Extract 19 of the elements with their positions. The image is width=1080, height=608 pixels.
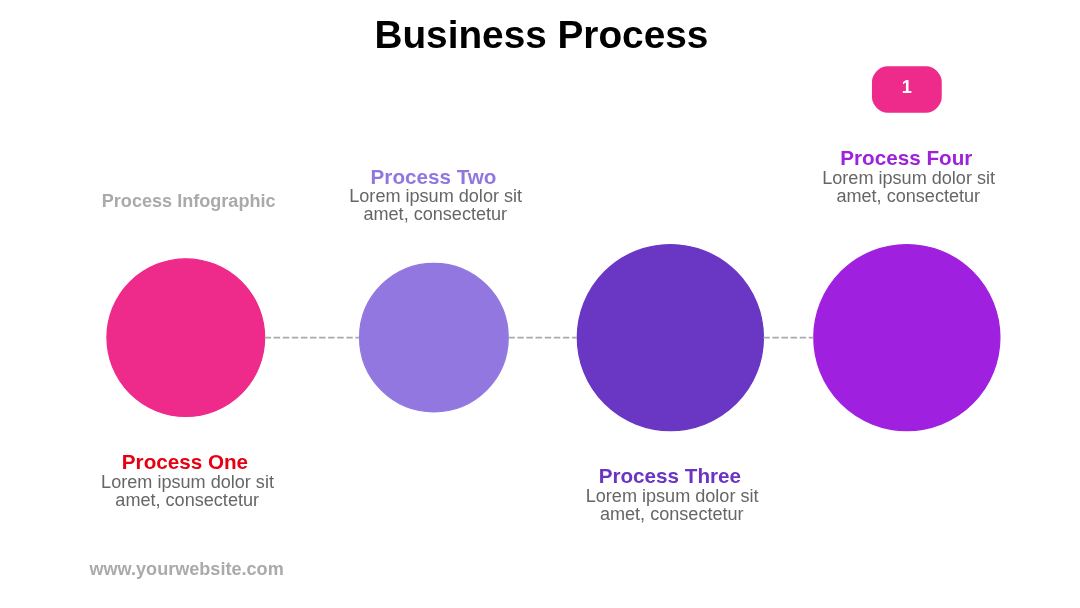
label: www.yourwebsite.com [89,558,284,579]
node-circle [358,262,509,413]
node-circle [105,258,265,418]
node-label: Process One [121,450,248,474]
node-label: Process Four [839,146,972,170]
node-label: Lorem ipsum dolor sit amet, consectetur [100,471,274,510]
node-label: Process Two [370,164,496,188]
node-label: Lorem ipsum dolor sit amet, consectetur [585,485,759,525]
label: Process Infographic [101,190,276,211]
connector [263,336,360,339]
node-circle [576,243,764,432]
label: 1 [901,76,912,97]
node-label: Lorem ipsum dolor sit amet, consectetur [821,168,995,207]
diagram-title: Business Process [373,13,708,57]
connector [507,336,578,339]
connector [761,336,815,339]
node-label: Lorem ipsum dolor sit amet, consectetur [348,186,522,225]
node-circle [812,243,1001,432]
node-label: Process Three [598,464,741,488]
